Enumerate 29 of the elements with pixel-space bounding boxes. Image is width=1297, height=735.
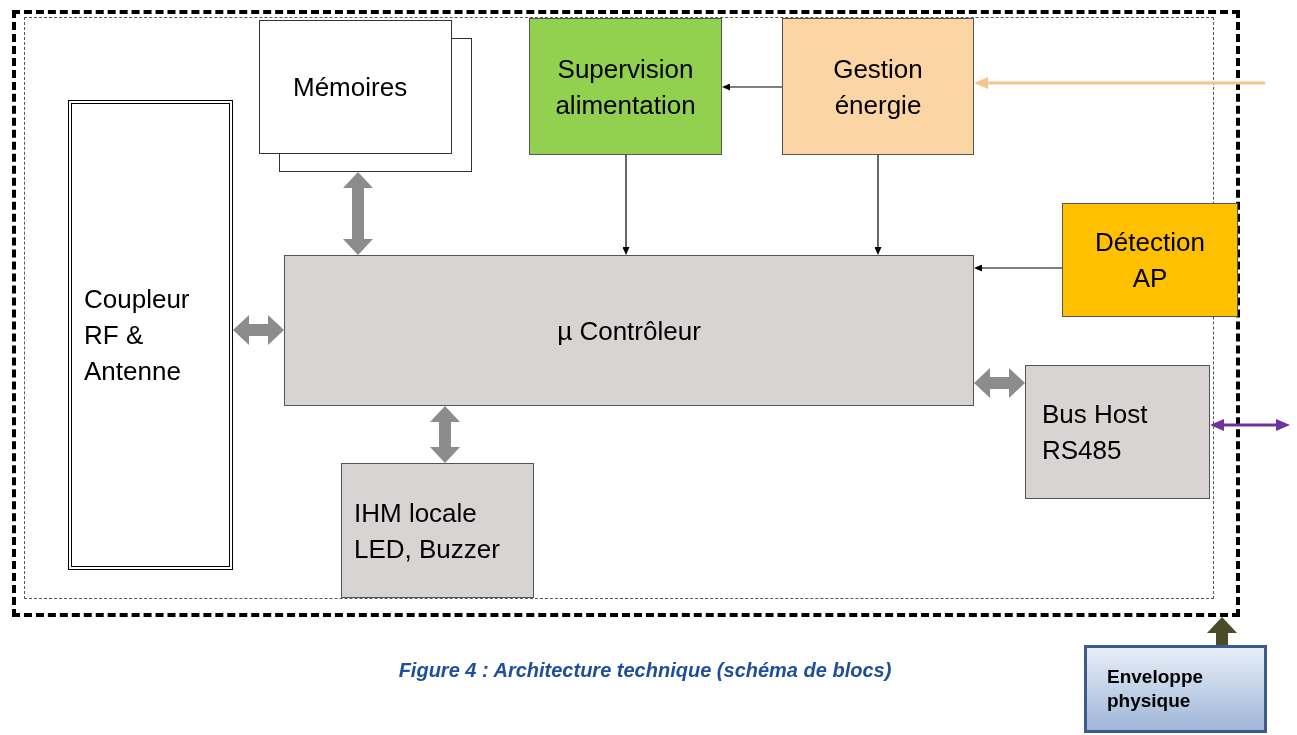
arrow (233, 315, 284, 345)
arrow (974, 77, 1265, 89)
process-box (284, 255, 974, 406)
arrow (622, 154, 630, 255)
process-box (1025, 365, 1210, 499)
node-label: Supervision alimentation (554, 52, 697, 122)
arrow (1207, 617, 1237, 645)
process-box (68, 100, 233, 570)
arrow (974, 368, 1025, 398)
process-box (341, 463, 534, 598)
process-box (529, 18, 722, 155)
node-label: µ Contrôleur (557, 314, 701, 348)
node-label: Détection AP (1094, 226, 1206, 295)
label-box (1084, 645, 1267, 733)
node-label: Gestion énergie (832, 52, 924, 122)
figure-caption: Figure 4 : Architecture technique (schéma de blocs) (397, 658, 893, 683)
arrow (974, 264, 1063, 272)
arrow (1210, 419, 1290, 431)
node-label: Bus Host RS485 (1042, 398, 1149, 467)
node-label: Enveloppe physique (1107, 665, 1205, 713)
arrow (874, 154, 882, 255)
node-label: Mémoires (293, 70, 408, 104)
arrow (430, 406, 460, 463)
node-label: Coupleur RF & Antenne (84, 283, 191, 388)
process-box (782, 18, 974, 155)
process-box (1062, 203, 1238, 317)
node-label: IHM locale LED, Buzzer (354, 496, 501, 566)
arrow (343, 172, 373, 255)
arrow (722, 83, 783, 91)
